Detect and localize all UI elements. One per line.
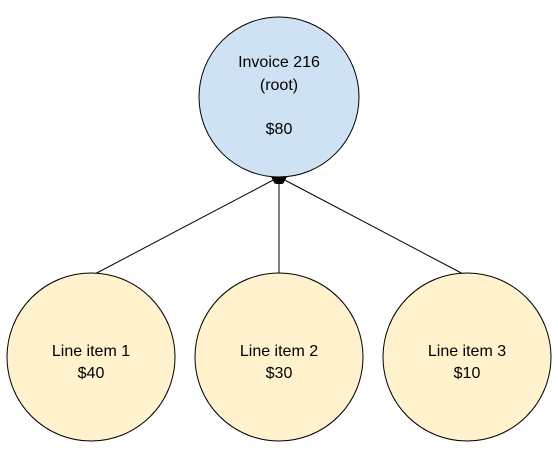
- line-item-node-3-label: Line item 3: [428, 343, 506, 360]
- line-item-node-3-circle: [382, 272, 552, 442]
- line-item-node-1: Line item 1 $40: [6, 272, 176, 442]
- line-item-node-2-circle: [194, 272, 364, 442]
- root-node-circle: [198, 16, 360, 178]
- edge-line-item-1-to-root: [90, 176, 280, 277]
- line-item-node-2-amount: $30: [266, 365, 293, 382]
- line-item-node-1-label: Line item 1: [52, 343, 130, 360]
- line-item-node-2-label: Line item 2: [240, 343, 318, 360]
- line-item-node-3-amount: $10: [454, 365, 481, 382]
- line-item-node-1-circle: [6, 272, 176, 442]
- root-node: Invoice 216 (root) $80: [198, 16, 360, 178]
- root-node-amount: $80: [266, 121, 293, 138]
- root-node-title: Invoice 216: [238, 54, 320, 71]
- edge-line-item-3-to-root: [278, 176, 468, 277]
- root-node-subtitle: (root): [260, 77, 298, 94]
- line-item-node-3: Line item 3 $10: [382, 272, 552, 442]
- line-item-node-2: Line item 2 $30: [194, 272, 364, 442]
- line-item-node-1-amount: $40: [78, 365, 105, 382]
